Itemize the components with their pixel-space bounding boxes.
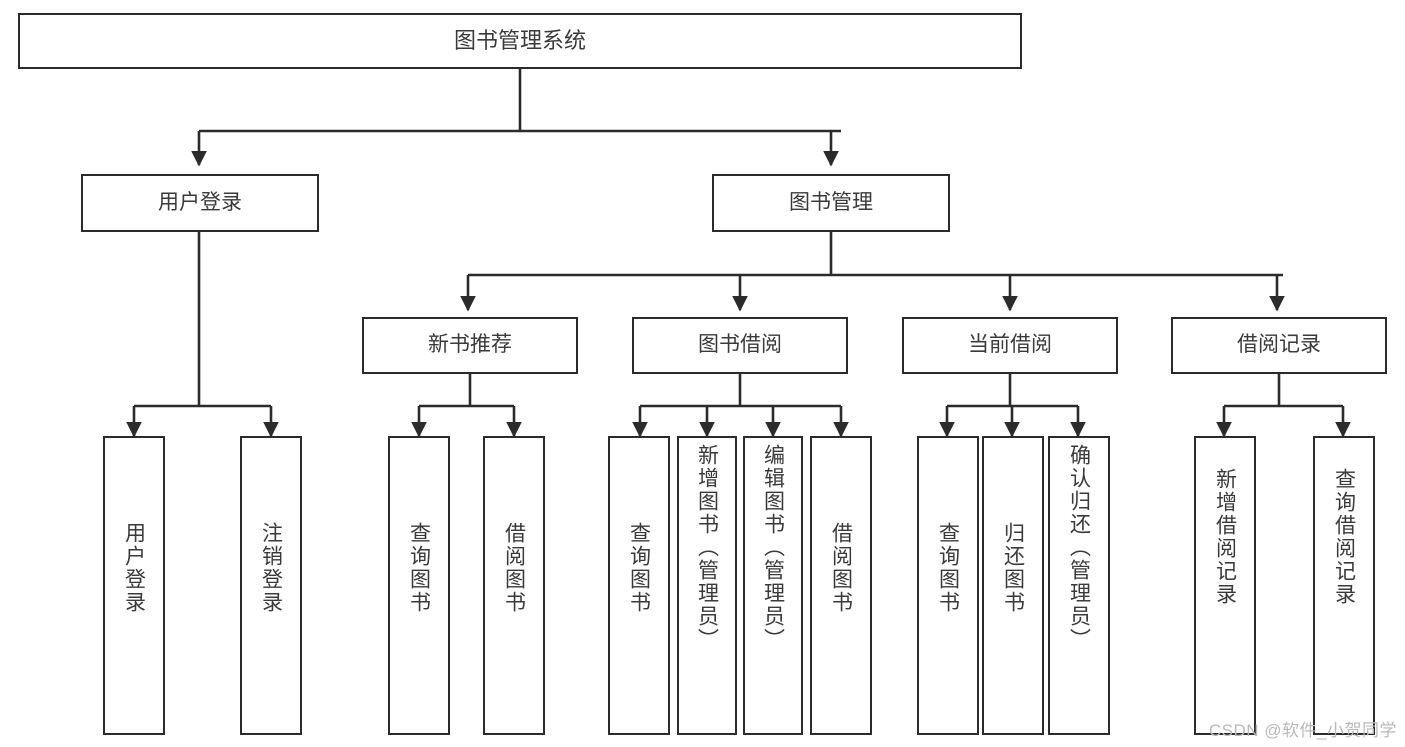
node-label: 用户登录 bbox=[122, 522, 146, 614]
node-leaf-user-login[interactable]: 用户登录 bbox=[103, 436, 165, 735]
node-leaf-query-book-1[interactable]: 查询图书 bbox=[388, 436, 450, 735]
node-label: 当前借阅 bbox=[968, 333, 1052, 357]
node-borrow-record[interactable]: 借阅记录 bbox=[1171, 317, 1387, 374]
node-leaf-query-book-3[interactable]: 查询图书 bbox=[917, 436, 979, 735]
node-leaf-confirm-return[interactable]: 确认归还（管理员） bbox=[1048, 436, 1110, 735]
node-label: 查询图书 bbox=[407, 522, 431, 614]
node-label: 借阅图书 bbox=[502, 522, 526, 614]
node-book-borrow[interactable]: 图书借阅 bbox=[632, 317, 848, 374]
node-book-management-system[interactable]: 图书管理系统 bbox=[18, 13, 1022, 69]
node-leaf-user-logout[interactable]: 注销登录 bbox=[240, 436, 302, 735]
node-label: 图书管理系统 bbox=[453, 28, 586, 54]
node-leaf-query-book-2[interactable]: 查询图书 bbox=[608, 436, 670, 735]
node-user-login[interactable]: 用户登录 bbox=[81, 174, 319, 232]
node-label: 编辑图书（管理员） bbox=[761, 444, 785, 651]
node-leaf-add-record[interactable]: 新增借阅记录 bbox=[1194, 436, 1256, 735]
node-leaf-borrow-book-1[interactable]: 借阅图书 bbox=[483, 436, 545, 735]
node-leaf-add-book[interactable]: 新增图书（管理员） bbox=[677, 436, 737, 735]
node-label: 用户登录 bbox=[158, 190, 242, 214]
node-leaf-return-book[interactable]: 归还图书 bbox=[982, 436, 1044, 735]
node-label: 借阅记录 bbox=[1237, 333, 1321, 357]
node-label: 图书借阅 bbox=[698, 333, 782, 357]
node-label: 查询图书 bbox=[627, 522, 651, 614]
node-leaf-query-record[interactable]: 查询借阅记录 bbox=[1313, 436, 1375, 735]
node-label: 借阅图书 bbox=[829, 522, 853, 614]
node-new-book-recommend[interactable]: 新书推荐 bbox=[362, 317, 578, 374]
node-label: 新增借阅记录 bbox=[1213, 468, 1237, 606]
node-label: 归还图书 bbox=[1001, 522, 1025, 614]
node-label: 新增图书（管理员） bbox=[695, 444, 719, 651]
node-current-borrow[interactable]: 当前借阅 bbox=[902, 317, 1118, 374]
node-leaf-borrow-book-2[interactable]: 借阅图书 bbox=[810, 436, 872, 735]
node-label: 查询图书 bbox=[936, 522, 960, 614]
node-label: 图书管理 bbox=[789, 190, 873, 214]
node-leaf-edit-book[interactable]: 编辑图书（管理员） bbox=[743, 436, 803, 735]
node-label: 注销登录 bbox=[259, 522, 283, 614]
node-label: 查询借阅记录 bbox=[1332, 468, 1356, 606]
node-book-management[interactable]: 图书管理 bbox=[712, 174, 950, 232]
csdn-watermark: CSDN @软件_小贺同学 bbox=[1208, 721, 1397, 740]
node-label: 确认归还（管理员） bbox=[1067, 444, 1091, 651]
node-label: 新书推荐 bbox=[428, 333, 512, 357]
